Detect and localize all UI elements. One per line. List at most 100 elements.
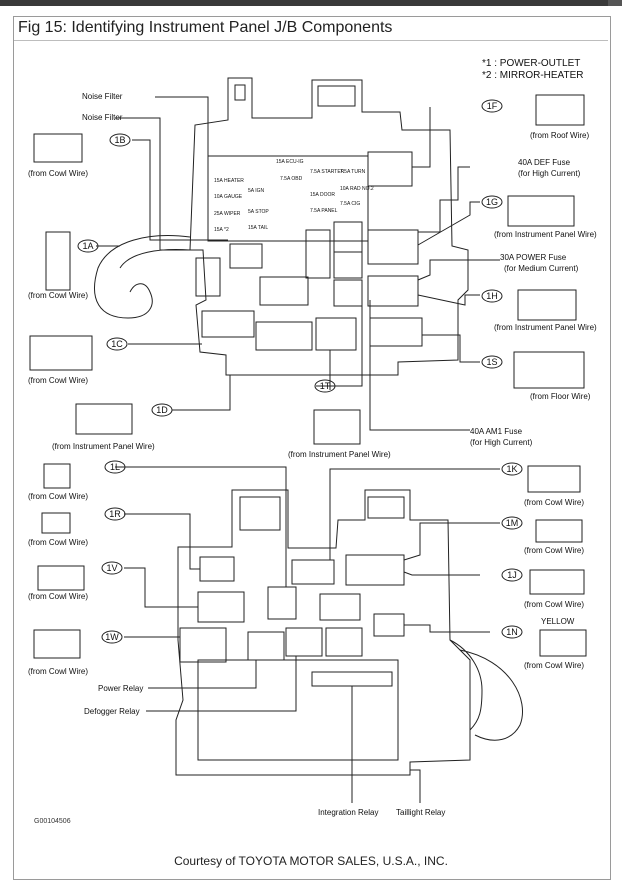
label-oval-1d [151, 403, 173, 417]
window-top-bar [0, 0, 622, 6]
fuse-r2c1: 5A IGN [248, 188, 265, 194]
label-oval-1f [481, 99, 503, 113]
label-oval-1b [109, 133, 131, 147]
id-1f: 1F [487, 101, 498, 111]
id-1g: 1G [486, 197, 498, 207]
figure-code: G00104506 [34, 818, 71, 825]
figure-credit: Courtesy of TOYOTA MOTOR SALES, U.S.A., … [174, 854, 448, 868]
connector-lower-1r [199, 556, 235, 582]
fuse-r4c0: 15A *2 [214, 227, 229, 233]
left-mount-arm [94, 235, 191, 319]
connector-lower-1v [197, 591, 245, 623]
connector-upper-side [195, 257, 221, 297]
label-oval-1j [501, 568, 523, 582]
wire-1v: (from Cowl Wire) [28, 592, 88, 601]
id-1h: 1H [486, 291, 498, 301]
ext-connector-1m [535, 519, 583, 543]
id-1v: 1V [106, 563, 117, 573]
wire-1w: (from Cowl Wire) [28, 667, 88, 676]
fuse-r2c2: 15A DOOR [310, 192, 335, 198]
fuse-r2c3: 7.5A CIG [340, 201, 360, 207]
ext-connector-1r [41, 512, 71, 534]
connector-lower-mid [319, 593, 361, 621]
power-relay-label: Power Relay [98, 684, 143, 693]
window-top-accent [608, 0, 622, 6]
lower-jb-outline [175, 489, 471, 776]
connector-upper-center [259, 276, 309, 306]
wire-1g: (from Instrument Panel Wire) [494, 230, 597, 239]
label-oval-1h [481, 289, 503, 303]
lower-jb-bracket [239, 496, 405, 531]
noise-filter-label-2: Noise Filter [82, 113, 123, 122]
wire-1a: (from Cowl Wire) [28, 291, 88, 300]
fuse-r3c1: 5A STOP [248, 209, 269, 215]
ext-connector-1t [313, 409, 361, 445]
relay-block-upper-4 [333, 251, 363, 279]
wire-1l: (from Cowl Wire) [28, 492, 88, 501]
fuse-r3c0: 25A WIPER [214, 211, 241, 217]
label-oval-1g [481, 195, 503, 209]
fuse-r3c2: 7.5A PANEL [310, 208, 338, 214]
wire-1s: (from Floor Wire) [530, 392, 591, 401]
ext-connector-1d [75, 403, 133, 435]
wire-1m: (from Cowl Wire) [524, 546, 584, 555]
ext-connector-1b [33, 133, 83, 163]
connector-upper-1f [367, 151, 413, 187]
id-1b: 1B [114, 135, 125, 145]
def-fuse-label: 40A DEF Fuse [518, 158, 571, 167]
yellow-label: YELLOW [541, 617, 575, 626]
id-1t: 1T [320, 381, 331, 391]
power-fuse-label: 30A POWER Fuse [500, 253, 567, 262]
fuse-r0c0: 15A ECU-IG [276, 159, 304, 165]
ext-connector-1f [535, 94, 585, 126]
am1-fuse-label: 40A AM1 Fuse [470, 427, 523, 436]
wire-1f: (from Roof Wire) [530, 131, 589, 140]
label-oval-1s [481, 355, 503, 369]
ext-connector-1a [45, 231, 71, 291]
ext-connector-1w [33, 629, 81, 659]
connector-upper-bottom [255, 321, 313, 351]
id-1m: 1M [506, 518, 519, 528]
id-1d: 1D [156, 405, 168, 415]
integration-relay-label: Integration Relay [318, 808, 378, 817]
ext-connector-1h [517, 289, 577, 321]
id-1w: 1W [105, 632, 119, 642]
id-1s: 1S [486, 357, 497, 367]
wire-1h: (from Instrument Panel Wire) [494, 323, 597, 332]
am1-fuse-sub: (for High Current) [470, 438, 533, 447]
id-1j: 1J [507, 570, 517, 580]
wire-1c: (from Cowl Wire) [28, 376, 88, 385]
relay-block-upper-2 [305, 229, 331, 279]
upper-jb-outline [189, 77, 469, 376]
title-divider [14, 40, 608, 41]
defogger-relay-label: Defogger Relay [84, 707, 140, 716]
relay-block-upper-1 [229, 243, 263, 269]
id-1c: 1C [111, 339, 123, 349]
connector-lower-1k [345, 554, 405, 586]
relay-lower-right [325, 627, 363, 657]
figure-title: Fig 15: Identifying Instrument Panel J/B… [18, 19, 393, 36]
taillight-relay-label: Taillight Relay [396, 808, 445, 817]
connector-upper-1c [201, 310, 255, 338]
connector-upper-1t [315, 317, 357, 351]
relay-block-upper-5 [333, 279, 363, 307]
fuse-r2c0: 10A GAUGE [214, 194, 243, 200]
fuse-panel [207, 155, 369, 242]
fuse-r1c2: 10A RAD NO.2 [340, 186, 374, 192]
connector-lower-1w [179, 627, 227, 663]
ext-connector-1l [43, 463, 71, 489]
label-oval-1w [101, 630, 123, 644]
fuse-row-lower [311, 671, 393, 687]
label-oval-1t [314, 379, 336, 393]
label-oval-1m [501, 516, 523, 530]
connector-lower-center [291, 559, 335, 585]
ext-connector-1s [513, 351, 585, 389]
connector-lower-1l [267, 586, 297, 620]
relay-block-upper-3 [333, 221, 363, 253]
legend-item-1: *1 : POWER-OUTLET [482, 58, 581, 69]
label-oval-1k [501, 462, 523, 476]
relay-panel-lower [197, 659, 399, 761]
ext-connector-1n [539, 629, 587, 657]
wire-1d: (from Instrument Panel Wire) [52, 442, 155, 451]
legend-item-2: *2 : MIRROR-HEATER [482, 70, 584, 81]
